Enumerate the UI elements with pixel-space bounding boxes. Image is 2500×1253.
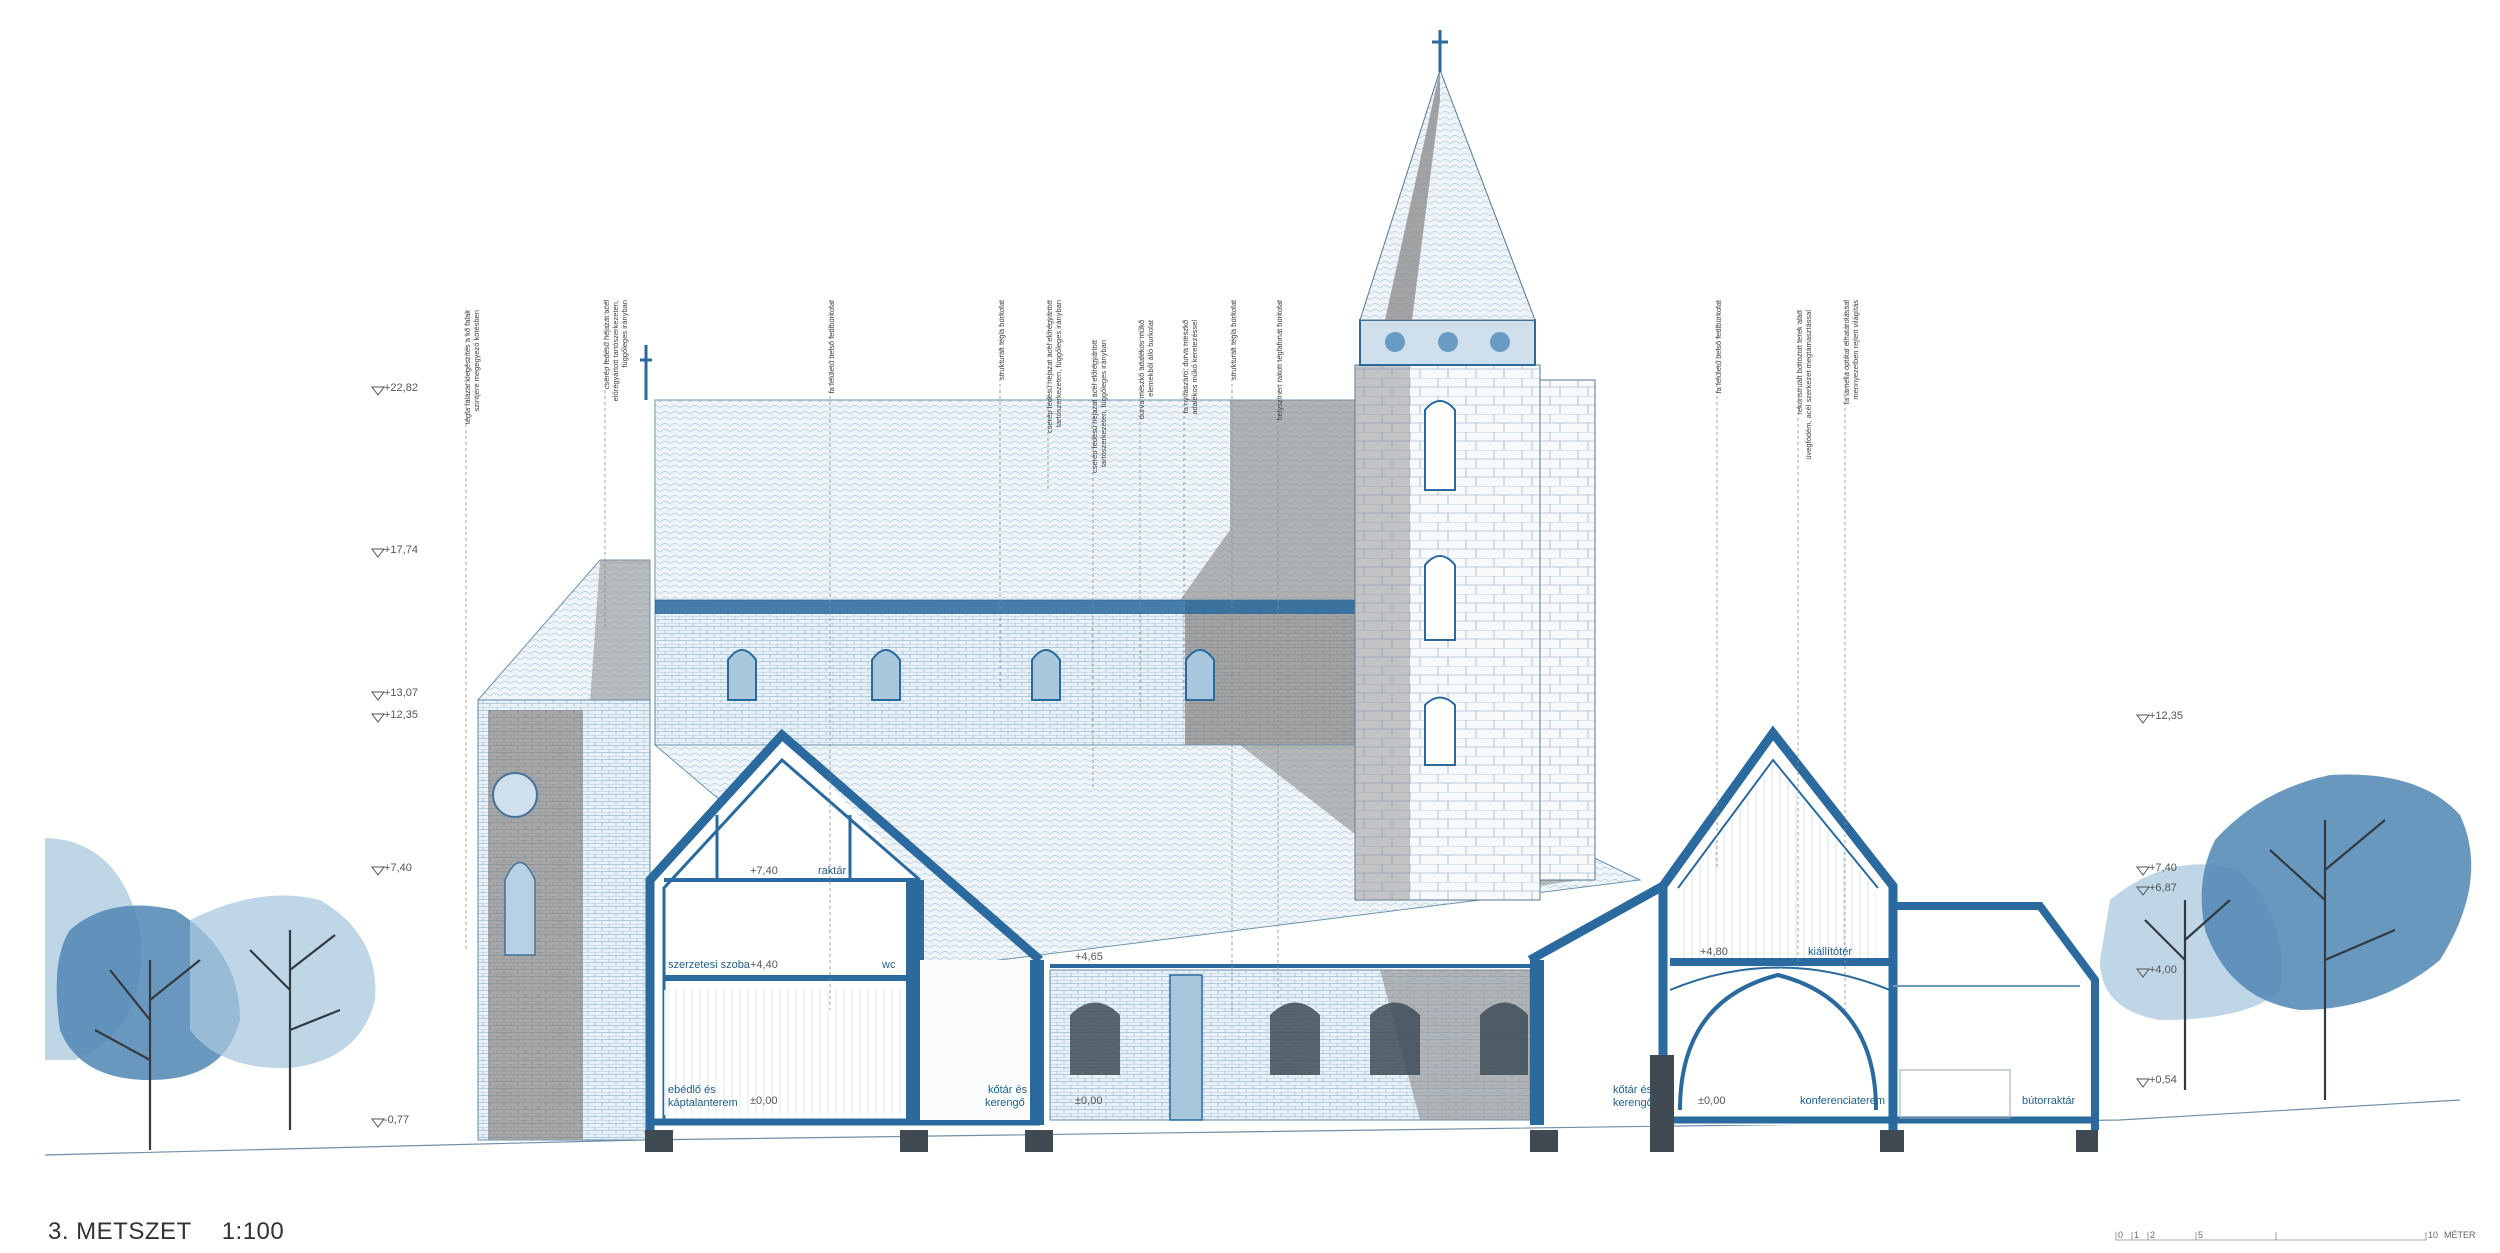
room-kerengo-right: kerengő <box>1613 1097 1653 1109</box>
left-wing-section <box>645 728 1053 1152</box>
scale-tick: 0 <box>2118 1230 2123 1240</box>
level-marker: +0,54 <box>2149 1074 2177 1086</box>
level-marker: +12,35 <box>384 709 418 721</box>
room-kotar-left: kőtár és <box>988 1084 1028 1096</box>
room-kiallitoter: kiállítótér <box>1808 946 1852 958</box>
scale-tick: 1 <box>2134 1230 2139 1240</box>
level-marker: +7,40 <box>2149 862 2177 874</box>
level-marker: +22,82 <box>384 382 418 394</box>
annotation-12: rekonstruált boltozott terek alattüvegfö… <box>1795 309 1813 460</box>
annotation-8: fa nyílászáró, durva mészkőadalékos műkő… <box>1181 320 1199 415</box>
room-level: +7,40 <box>750 865 778 877</box>
annotation-4: strukturált tégla burkolat <box>997 299 1006 380</box>
church-elevation <box>476 30 1642 1141</box>
room-raktar: raktár <box>818 865 846 877</box>
room-ebedlo: ebédlő és <box>668 1084 716 1096</box>
room-level: ±0,00 <box>1075 1095 1102 1107</box>
room-konferenciaterem: konferenciaterem <box>1800 1095 1885 1107</box>
level-marker: -0,77 <box>384 1114 409 1126</box>
annotation-10: helyszínen rakott téglafonat burkolat <box>1275 299 1284 420</box>
section-name: 3. METSZET <box>48 1218 192 1245</box>
room-butorraktar: bútorraktár <box>2022 1095 2076 1107</box>
trees-right <box>2100 774 2472 1100</box>
annotation-2: cserép fedésű héjazat acélelőrégyártott … <box>602 300 629 402</box>
level-marker: +17,74 <box>384 544 418 556</box>
nave-windows <box>727 649 1215 701</box>
scale-bar: 0 1 2 5 10 MÉTER <box>2115 1230 2476 1241</box>
tower-spire <box>1359 68 1536 321</box>
scale-tick: 5 <box>2198 1230 2203 1240</box>
rose-window <box>492 772 538 818</box>
level-marker: +7,40 <box>384 862 412 874</box>
level-marker: +6,87 <box>2149 882 2177 894</box>
drawing-scale: 1:100 <box>221 1218 285 1245</box>
annotation-5: cserép fedésű héjazat acél előrégyártott… <box>1045 299 1063 433</box>
room-labels: raktár +7,40 szerzetesi szoba +4,40 wc e… <box>668 865 2076 1109</box>
annotation-leaders <box>465 300 1846 1015</box>
annotation-texts: tégla falazat kiegészítés a kő falakszin… <box>463 299 1860 473</box>
annotation-7: durva mészkő adalékos műkőelemekből álló… <box>1137 319 1155 419</box>
room-level: ±0,00 <box>750 1095 777 1107</box>
scale-unit: MÉTER <box>2444 1230 2476 1240</box>
annotation-13: fa lamella optikai elhatárolássalmennyez… <box>1842 300 1860 405</box>
level-marker: +12,35 <box>2149 710 2183 722</box>
room-kerengo-left: kerengő <box>985 1097 1025 1109</box>
ground-line <box>44 1099 2461 1156</box>
annotation-11: fa felületű belső fedlburkolat <box>1714 299 1723 393</box>
cloister-arcade <box>1049 964 1531 1121</box>
trees-left <box>45 838 376 1150</box>
room-level: +4,65 <box>1075 951 1103 963</box>
annotation-6: cserép fedésű héjazat acél előrégyártott… <box>1090 339 1108 473</box>
room-level: +4,80 <box>1700 946 1728 958</box>
level-marker: +4,00 <box>2149 964 2177 976</box>
scale-tick: 10 <box>2428 1230 2438 1240</box>
room-szerzetesi-szoba: szerzetesi szoba <box>668 959 751 971</box>
tower-openings <box>1424 400 1456 766</box>
level-marker: +13,07 <box>384 687 418 699</box>
room-kaptalanterem: káptalanterem <box>668 1097 738 1109</box>
drawing-title: 3. METSZET 1:100 <box>48 1218 314 1246</box>
level-markers-right: +12,35 +7,40 +6,87 +4,00 +0,54 <box>2136 710 2183 1088</box>
annotation-1: tégla falazat kiegészítés a kő falakszin… <box>463 310 481 424</box>
scale-tick: 2 <box>2150 1230 2155 1240</box>
right-wing-section <box>1527 725 2099 1152</box>
room-level: +4,40 <box>750 959 778 971</box>
room-level: ±0,00 <box>1698 1095 1725 1107</box>
room-kotar-right: kőtár és <box>1613 1084 1653 1096</box>
annotation-9: strukturált tégla burkolat <box>1229 299 1238 380</box>
room-wc: wc <box>881 959 896 971</box>
annotation-3: fa felületű belső fedlburkolat <box>827 299 836 393</box>
level-markers-left: +22,82 +17,74 +13,07 +12,35 +7,40 -0,77 <box>371 382 418 1128</box>
